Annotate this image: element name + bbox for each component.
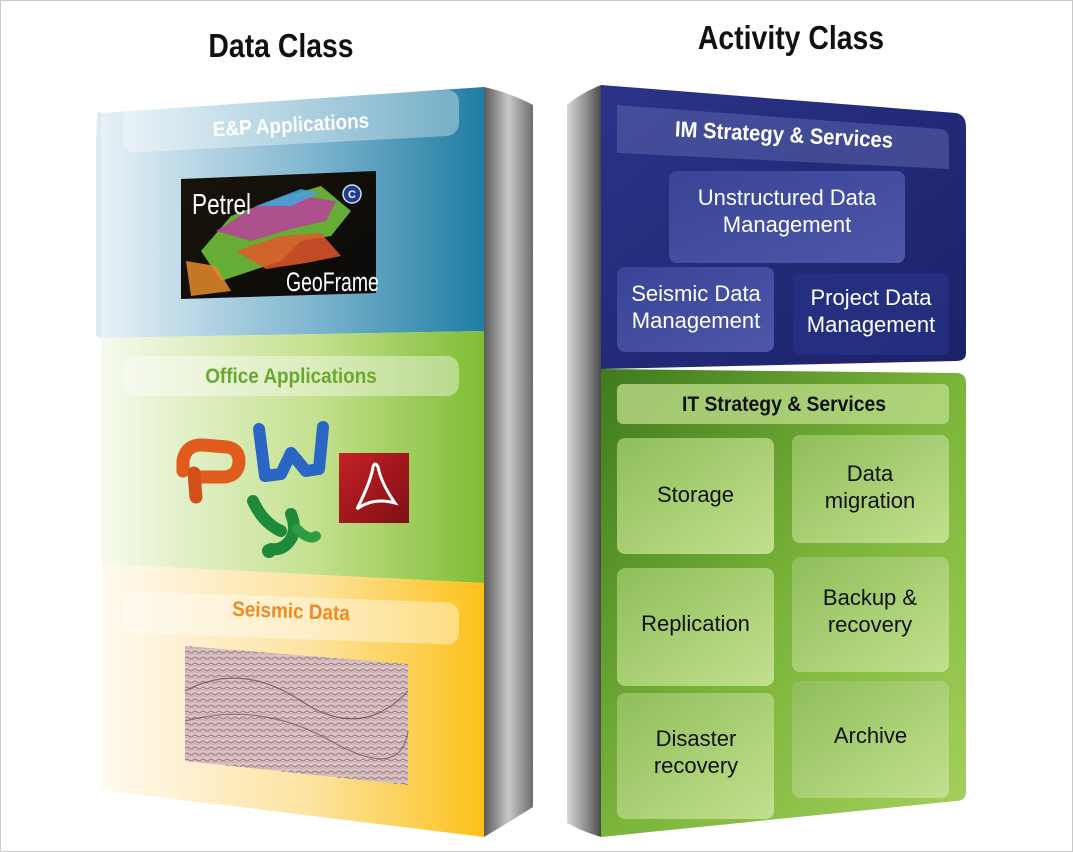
seismic-data-management-label: Seismic Data Management <box>631 281 761 333</box>
seismic-image <box>184 646 409 785</box>
unstructured-data-management-label: Unstructured Data Management <box>697 185 877 237</box>
geoframe-text: GeoFrame <box>286 267 379 297</box>
office-icons <box>176 421 409 558</box>
it-strategy-title: IT Strategy & Services <box>681 393 887 416</box>
svg-text:C: C <box>348 189 356 201</box>
petrel-text: Petrel <box>192 187 251 220</box>
storage-label: Storage <box>656 482 735 507</box>
archive-label: Archive <box>833 723 908 748</box>
disaster-recovery-label: Disaster recovery <box>653 726 739 778</box>
project-data-management-label: Project Data Management <box>806 285 936 337</box>
data-migration-label: Data migration <box>824 461 916 513</box>
petrel-geoframe-image: C Petrel GeoFrame <box>181 171 379 299</box>
activity-column-side <box>567 85 601 837</box>
data-class-heading: Data Class <box>208 27 354 64</box>
office-applications-label: Office Applications <box>205 365 377 388</box>
backup-recovery-label: Backup & recovery <box>822 585 918 637</box>
activity-class-heading: Activity Class <box>697 19 885 56</box>
data-column-side <box>484 87 533 837</box>
replication-label: Replication <box>641 611 750 636</box>
